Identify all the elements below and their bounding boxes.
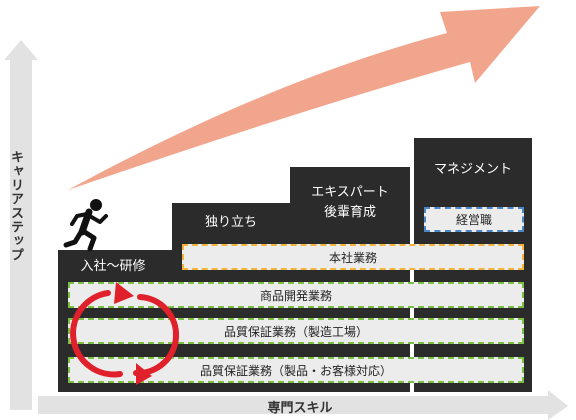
band-shohin: 商品開発業務 [68,282,524,308]
cycle-arc-left [70,290,123,378]
y-axis-label: キャリアステップ [8,150,23,262]
cycle-arc-right [133,294,179,377]
step-expert [290,167,410,392]
band-hinshitsu-seizo: 品質保証業務（製造工場） [68,318,524,344]
band-honsha: 本社業務 [182,244,524,270]
step-entry-label: 入社〜研修 [80,259,146,274]
step-expert-label-1: エキスパート [311,185,389,200]
step-management-label: マネジメント [433,162,512,177]
growth-arrow-shape [68,6,540,190]
step-expert-label-2: 後輩育成 [323,205,376,220]
runner-leg-front [80,228,97,252]
runner-head [90,199,102,211]
x-axis-label: 専門スキル [267,401,333,416]
x-axis-shape [38,390,568,420]
management-executive-badge: 経営職 [424,207,524,232]
cycle-arrowhead-bottom [136,363,152,385]
runner-arm-back [70,212,89,226]
step-independent-label: 独り立ち [204,215,257,230]
runner-arm-front [86,213,108,224]
cycle-arrowhead-top [114,282,134,304]
y-axis-shape [4,40,38,410]
runner-leg-back [63,229,84,248]
